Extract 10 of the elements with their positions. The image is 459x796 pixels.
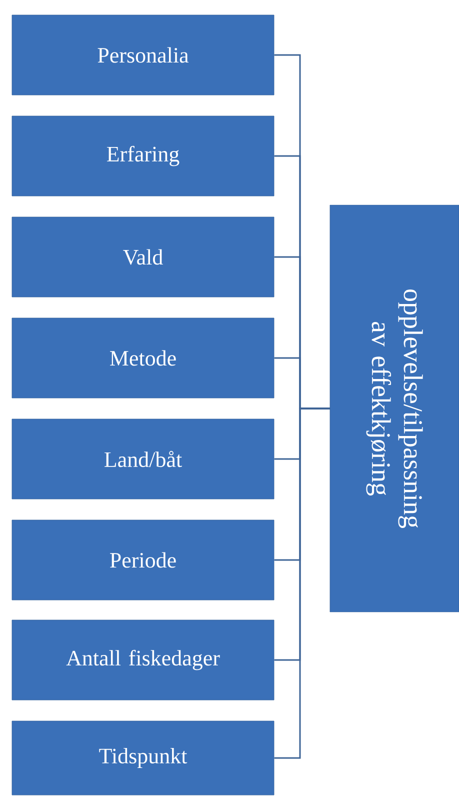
category-box: Metode [12,318,274,398]
category-box: Erfaring [12,116,274,196]
category-box: Antall fiskedager [12,620,274,700]
category-box: Periode [12,520,274,600]
category-box: Land/båt [12,418,274,500]
connector-line [274,408,330,759]
category-box: Tidspunkt [12,720,274,796]
result-box: opplevelse/tilpassning av effektkjøring [330,204,459,612]
category-box: Personalia [12,14,274,96]
category-box: Vald [12,216,274,298]
